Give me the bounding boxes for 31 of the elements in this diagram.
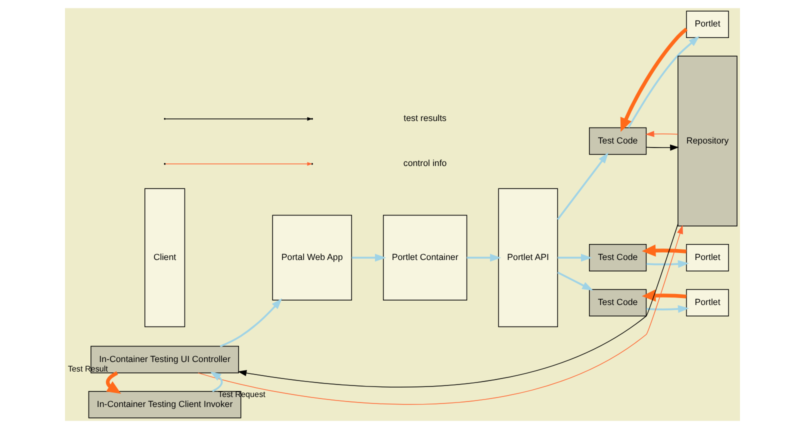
node-box: Test Code [589, 127, 647, 155]
node-box: Portlet API [498, 188, 558, 328]
node-box: Repository [678, 56, 738, 226]
node-box: Portlet Container [382, 214, 468, 301]
arrow [558, 254, 592, 262]
arrow [642, 290, 686, 302]
arrow [210, 371, 223, 392]
node-box: Client [144, 188, 186, 328]
arrow [352, 254, 386, 262]
legend-label: control info [403, 158, 447, 168]
arrow [646, 144, 679, 151]
arrow [466, 254, 502, 262]
arrow [628, 36, 700, 128]
node-box: Test Code [589, 244, 647, 272]
arrow [620, 28, 688, 132]
arrow [642, 244, 686, 257]
node-box: Portlet [686, 10, 729, 38]
node-box: Portlet [686, 289, 729, 316]
arrow [220, 298, 282, 348]
arrow [556, 152, 609, 220]
arrow [646, 305, 690, 313]
arrow [198, 225, 683, 405]
arrow [106, 371, 122, 394]
arrow [646, 260, 690, 268]
arrow [557, 272, 594, 291]
arrow [238, 224, 678, 388]
node-box: Portal Web App [272, 214, 352, 301]
node-box: Test Code [589, 289, 647, 316]
arrow [645, 130, 678, 138]
node-box: Portlet [686, 244, 729, 272]
legend-label: test results [404, 113, 446, 124]
